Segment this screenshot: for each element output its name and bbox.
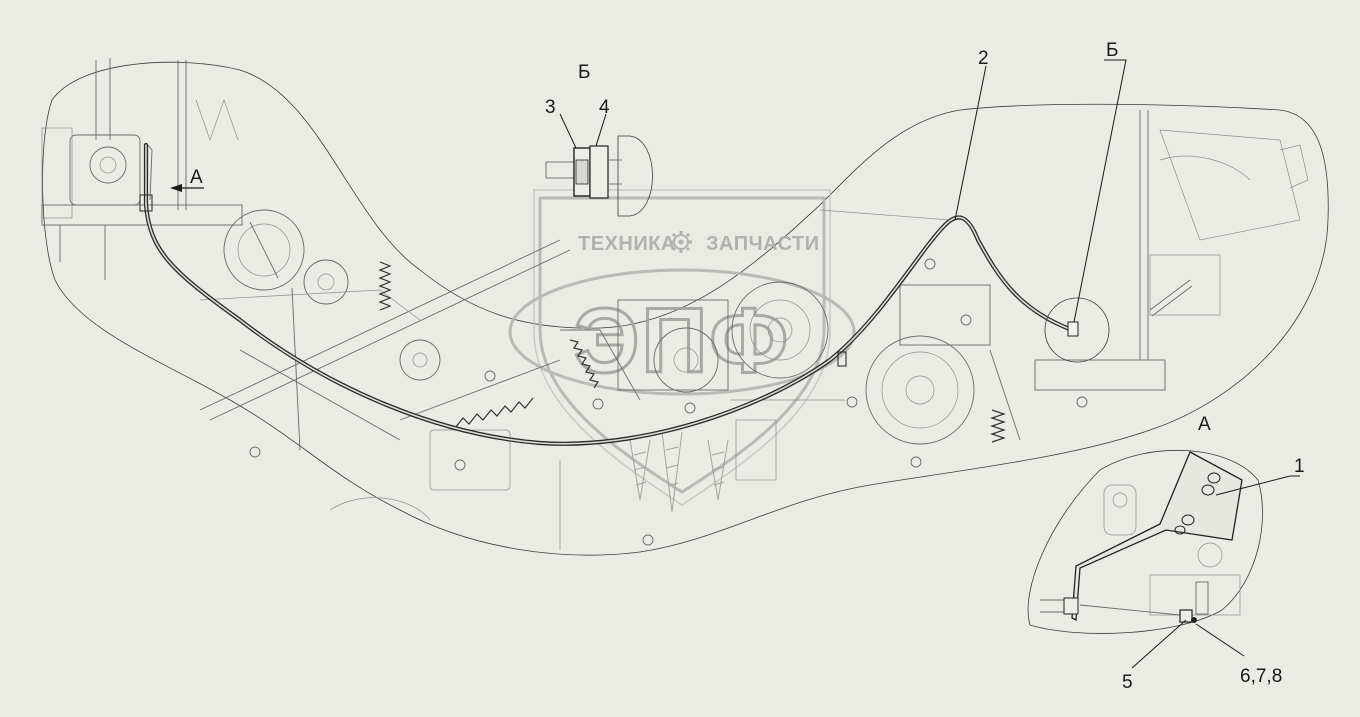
watermark-right-text: ЗАПЧАСТИ (706, 233, 820, 255)
label-view-a-title: А (1198, 414, 1211, 435)
cable-assembly (139, 142, 1079, 446)
right-big-pulley (865, 335, 975, 445)
label-part-678: 6,7,8 (1240, 666, 1282, 687)
view-a-inset (1027, 449, 1263, 634)
leader-678 (1195, 623, 1245, 657)
watermark-shield-inner (533, 189, 831, 506)
cable-clip-left (139, 194, 153, 212)
watermark-shield: ТЕХНИКА ЗАПЧАСТИ ЭПФ (508, 189, 856, 513)
watermark-feathers (629, 431, 729, 513)
watermark-oval (508, 268, 856, 396)
main-view-outline (42, 61, 1329, 556)
cable-end-fitting (1067, 321, 1079, 337)
cable-clip-center (837, 351, 847, 367)
detail-b-bracket (589, 145, 609, 199)
tension-pulley-left (303, 259, 349, 305)
spring-4 (990, 409, 1006, 443)
view-a-outline (1027, 449, 1263, 634)
label-part-4: 4 (599, 97, 610, 118)
detail-b-panel (617, 135, 653, 217)
watermark-left-text: ТЕХНИКА (578, 233, 676, 255)
leader-2 (954, 65, 987, 221)
center-machinery (559, 281, 845, 550)
left-gearbox (69, 134, 141, 206)
spring-3 (569, 339, 599, 389)
label-part-5: 5 (1122, 672, 1133, 693)
view-a-clamp (1179, 609, 1193, 623)
center-pulley-left (653, 327, 719, 393)
leader-lines (559, 59, 1300, 669)
spring-2 (454, 397, 534, 429)
cable-inner (145, 144, 1073, 445)
right-machinery (819, 110, 1309, 468)
leader-4 (595, 113, 607, 147)
watermark-logo-letters: ЭПФ (574, 290, 790, 392)
spring-1 (378, 261, 392, 311)
detail-b-inset (545, 135, 653, 217)
left-pulley (223, 209, 305, 291)
gear-icon (670, 231, 692, 253)
label-part-2: 2 (978, 48, 989, 69)
label-section-b-top: Б (578, 62, 590, 83)
leader-b-right (1073, 59, 1127, 323)
springs (378, 261, 1006, 443)
leader-1 (1215, 475, 1300, 496)
view-a-cable-nut (1063, 597, 1079, 615)
label-view-a-arrow: А (190, 167, 203, 188)
label-part-1: 1 (1294, 456, 1305, 477)
center-pulley-right (731, 281, 829, 379)
view-a-arrow (170, 184, 204, 192)
label-section-b-right: Б (1106, 40, 1118, 61)
leader-3 (559, 113, 577, 149)
left-machinery (41, 58, 571, 521)
detail-circle-b (1044, 297, 1110, 363)
view-a-bracket (1071, 451, 1243, 622)
left-gearbox-shaft (89, 146, 127, 184)
label-part-3: 3 (545, 97, 556, 118)
leader-5 (1131, 619, 1187, 669)
